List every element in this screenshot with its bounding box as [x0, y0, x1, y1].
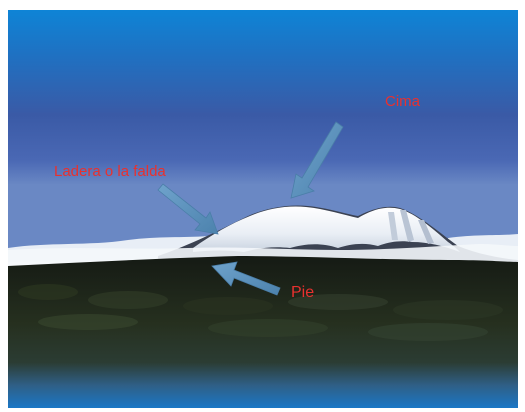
snow-streak	[388, 212, 398, 240]
label-cima: Cima	[385, 93, 421, 110]
snow-streak	[418, 220, 434, 244]
mountain-scene	[8, 10, 518, 408]
vegetation	[18, 284, 503, 341]
arrow-pie-icon	[211, 261, 281, 296]
label-ladera: Ladera o la falda	[54, 163, 166, 180]
snow-streak	[400, 210, 414, 242]
arrow-cima-icon	[290, 121, 344, 199]
label-pie: Pie	[291, 284, 315, 301]
diagram-frame: Cima Ladera o la falda Pie	[8, 10, 518, 408]
arrow-ladera-icon	[157, 183, 219, 235]
